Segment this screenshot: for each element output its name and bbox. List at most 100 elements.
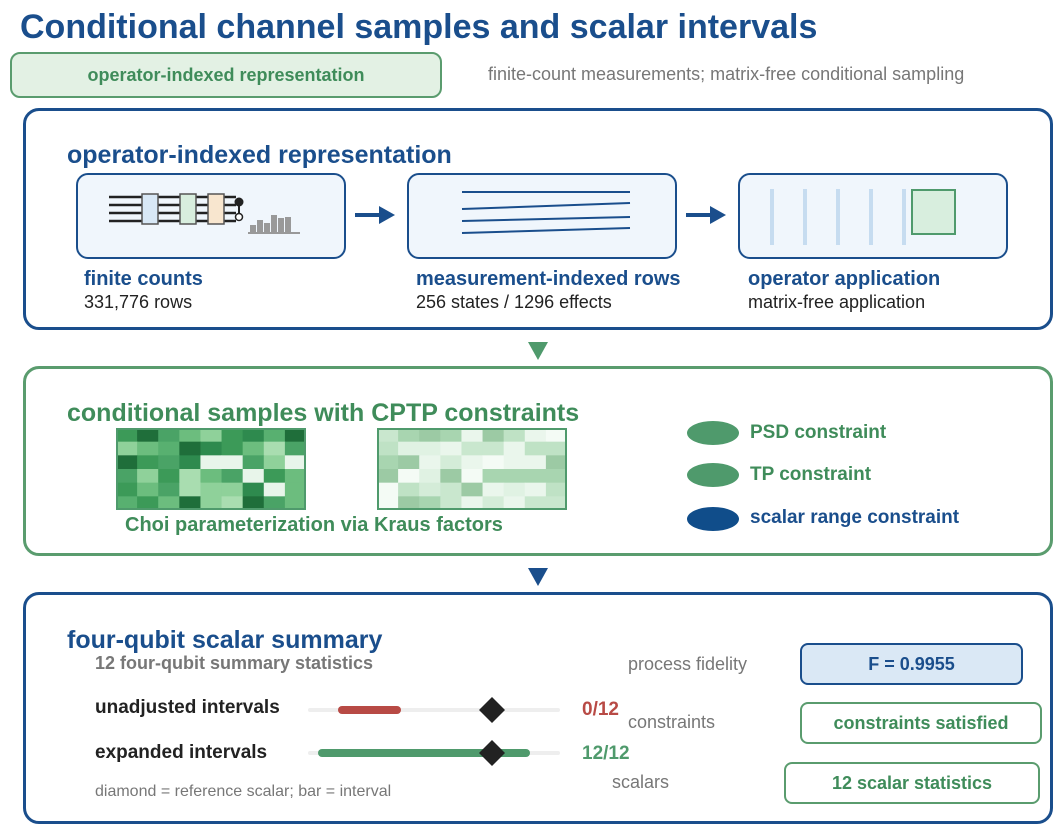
heatmap-cell bbox=[398, 469, 420, 484]
heatmap-cell bbox=[179, 455, 201, 470]
circuit-histogram-icon bbox=[109, 193, 300, 234]
sampling-heading: conditional samples with CPTP constraint… bbox=[67, 399, 580, 427]
heatmap-cell bbox=[524, 482, 547, 497]
heatmap-cell bbox=[503, 455, 526, 470]
heatmap-cell bbox=[179, 441, 201, 456]
heatmap-cell bbox=[200, 441, 223, 456]
heatmap-cell bbox=[242, 441, 265, 456]
heatmap-cell bbox=[440, 441, 462, 456]
heatmap-cell bbox=[137, 441, 159, 456]
stage-title: finite counts bbox=[84, 268, 203, 290]
psd-constraint-label: PSD constraint bbox=[750, 422, 887, 443]
heatmap-cell bbox=[545, 496, 567, 510]
heatmap-cell bbox=[158, 428, 180, 443]
arrow-down-icon bbox=[528, 342, 548, 360]
heatmap-cell bbox=[377, 428, 399, 443]
heatmap-cell bbox=[461, 482, 484, 497]
heatmap-cell bbox=[377, 441, 399, 456]
unadjusted-count: 0/12 bbox=[582, 699, 619, 720]
heatmap-cell bbox=[200, 482, 223, 497]
expanded-count: 12/12 bbox=[582, 743, 630, 764]
heatmap-cell bbox=[419, 428, 441, 443]
summary-subheading: 12 four-qubit summary statistics bbox=[95, 653, 374, 673]
heatmap-cell bbox=[242, 469, 265, 484]
scalar-range-constraint-label: scalar range constraint bbox=[750, 507, 960, 528]
heatmap-cell bbox=[461, 441, 484, 456]
heatmap-cell bbox=[482, 455, 505, 470]
heatmap-cell bbox=[461, 496, 484, 510]
representation-tag: operator-indexed representation bbox=[10, 52, 442, 98]
reference-diamond-icon bbox=[478, 697, 505, 723]
heatmap-cell bbox=[137, 428, 159, 443]
heatmap-cell bbox=[137, 482, 159, 497]
heatmap-cell bbox=[200, 469, 223, 484]
expanded-interval-track bbox=[308, 740, 560, 766]
heatmap-cell bbox=[221, 469, 244, 484]
heatmap-cell bbox=[524, 469, 547, 484]
representation-heading: operator-indexed representation bbox=[67, 141, 452, 169]
scalar-range-constraint-marker bbox=[687, 507, 739, 531]
heatmap-cell bbox=[263, 482, 286, 497]
stage-title: measurement-indexed rows bbox=[416, 268, 681, 290]
heatmap-cell bbox=[284, 455, 306, 470]
heatmap-cell bbox=[419, 496, 441, 510]
page-subtitle: finite-count measurements; matrix-free c… bbox=[488, 64, 965, 84]
heatmap-cell bbox=[377, 496, 399, 510]
heatmap-cell bbox=[377, 469, 399, 484]
heatmap-cell bbox=[137, 496, 159, 510]
heatmap-cell bbox=[440, 455, 462, 470]
heatmap-cell bbox=[545, 482, 567, 497]
tp-constraint-marker bbox=[687, 463, 739, 487]
heatmap-cell bbox=[116, 482, 138, 497]
heatmap-cell bbox=[482, 428, 505, 443]
heatmap-cell bbox=[419, 469, 441, 484]
heatmap-cell bbox=[200, 496, 223, 510]
choi-heatmap-dark bbox=[116, 428, 306, 510]
heatmap-cell bbox=[221, 441, 244, 456]
measurement-rows-box bbox=[407, 173, 677, 259]
heatmap-cell bbox=[200, 428, 223, 443]
rows-icon bbox=[461, 191, 631, 234]
heatmap-cell bbox=[461, 428, 484, 443]
arrow-right-icon bbox=[686, 206, 726, 224]
heatmap-cell bbox=[158, 441, 180, 456]
heatmap-border bbox=[377, 428, 567, 510]
heatmap-cell bbox=[116, 496, 138, 510]
interval-bar bbox=[338, 706, 402, 714]
heatmap-cell bbox=[545, 455, 567, 470]
heatmap-cell bbox=[221, 482, 244, 497]
heatmap-cell bbox=[263, 428, 286, 443]
heatmap-cell bbox=[398, 428, 420, 443]
fidelity-value-box: F = 0.9955 bbox=[800, 643, 1023, 685]
choi-caption: Choi parameterization via Kraus factors bbox=[125, 514, 503, 536]
heatmap-cell bbox=[221, 496, 244, 510]
scalar-statistics-box: 12 scalar statistics bbox=[784, 762, 1040, 804]
heatmap-cell bbox=[200, 455, 223, 470]
constraints-label: constraints bbox=[628, 712, 716, 732]
heatmap-cell bbox=[116, 469, 138, 484]
heatmap-cell bbox=[398, 482, 420, 497]
heatmap-cell bbox=[263, 496, 286, 510]
heatmap-cell bbox=[398, 455, 420, 470]
heatmap-cell bbox=[284, 469, 306, 484]
heatmap-cell bbox=[440, 428, 462, 443]
heatmap-cell bbox=[482, 482, 505, 497]
summary-heading: four-qubit scalar summary bbox=[67, 626, 383, 654]
heatmap-cell bbox=[179, 482, 201, 497]
heatmap-cell bbox=[179, 428, 201, 443]
heatmap-cell bbox=[179, 496, 201, 510]
heatmap-cell bbox=[158, 469, 180, 484]
psd-constraint-marker bbox=[687, 421, 739, 445]
heatmap-cell bbox=[284, 482, 306, 497]
heatmap-cell bbox=[419, 455, 441, 470]
interval-bar bbox=[318, 749, 530, 757]
heatmap-cell bbox=[524, 441, 547, 456]
heatmap-cell bbox=[377, 482, 399, 497]
heatmap-cell bbox=[524, 455, 547, 470]
heatmap-cell bbox=[524, 428, 547, 443]
heatmap-cell bbox=[461, 469, 484, 484]
operator-icon bbox=[770, 189, 956, 245]
arrow-right-icon bbox=[355, 206, 395, 224]
heatmap-cell bbox=[116, 428, 138, 443]
heatmap-cell bbox=[440, 482, 462, 497]
